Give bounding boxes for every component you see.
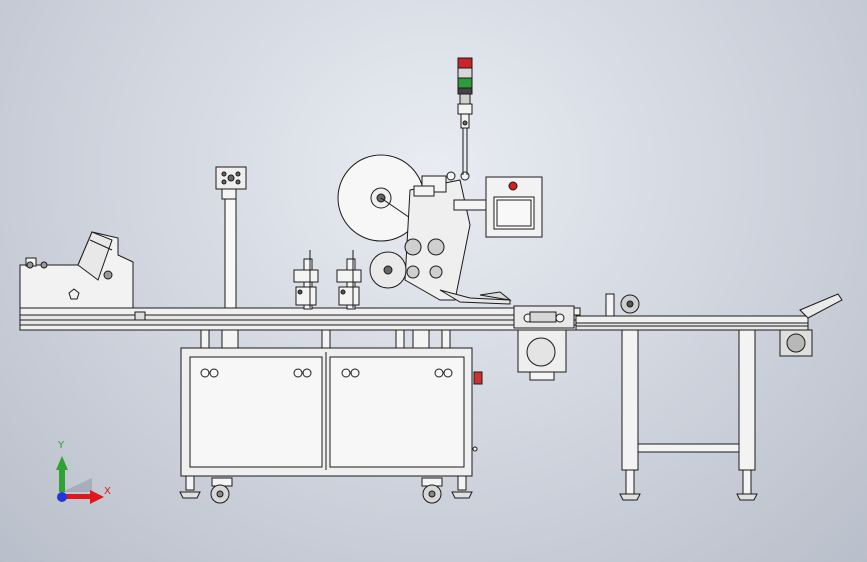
emergency-stop-icon [473,371,483,385]
caster-wheel-icon [210,477,443,504]
labeling-head [337,128,512,305]
press-roller-bracket [293,250,362,310]
guide-post [215,166,247,309]
axis-triad [56,456,104,504]
drive-motor-icon [513,305,575,381]
base-cabinet [179,347,483,504]
door-lock-icon [200,368,453,378]
tower-light-icon [457,57,473,129]
axis-y-label: Y [58,440,65,451]
cabinet-door-right [329,356,465,468]
outfeed-conveyor [575,293,843,501]
main-conveyor [19,307,581,331]
axis-x-label: X [104,486,111,497]
bottle-feeder [19,231,140,313]
touch-screen-icon [485,176,543,238]
cabinet-door-left [189,356,323,468]
